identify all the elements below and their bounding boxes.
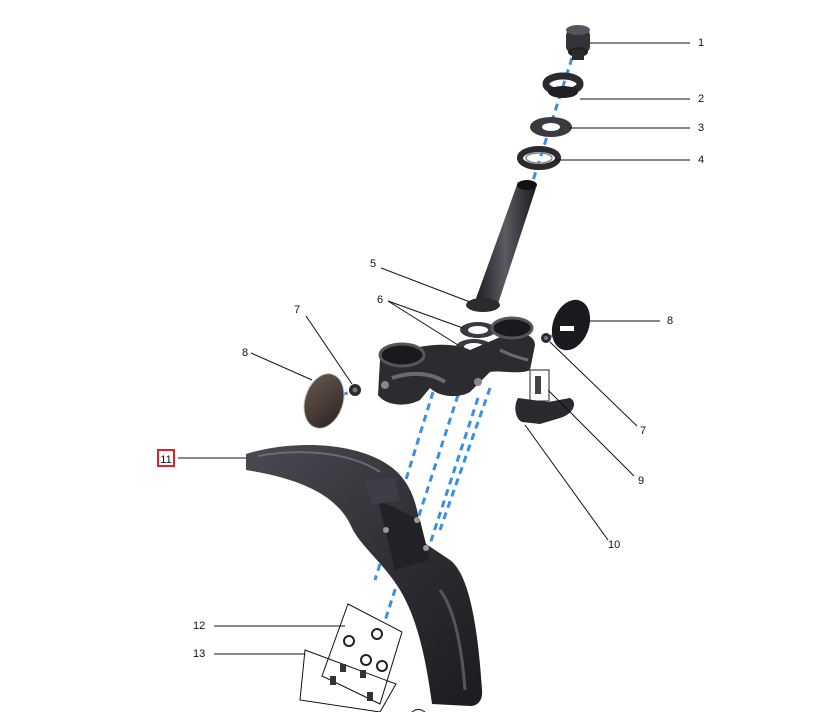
callout-2: 2 [698,93,705,105]
callout-8-left: 8 [242,347,249,359]
part-7-nut-right [541,333,551,343]
callout-1: 1 [698,37,705,49]
part-9-bracket [529,369,550,402]
callout-6: 6 [377,294,384,306]
part-5-crown-race [466,298,500,312]
callout-8-right: 8 [667,315,674,327]
part-2-ring [542,72,584,98]
part-8-reflector-left [303,373,345,429]
steerer-tube [474,180,537,310]
callout-4: 4 [698,154,705,166]
fork-crown-clamp [378,316,535,405]
part-8-reflector-right [551,299,591,351]
callout-11-highlighted: 11 [157,449,175,467]
callout-13: 13 [193,648,206,660]
callout-9: 9 [638,475,645,487]
part-12-13-hardware-kit [299,603,403,712]
callout-12: 12 [193,620,206,632]
leader-lines [178,42,690,655]
callout-3: 3 [698,122,705,134]
part-10-mount [515,398,575,424]
part-4-bearing [517,146,561,170]
callout-5: 5 [370,258,377,270]
part-7-nut-left [349,384,361,396]
callout-7-left: 7 [294,304,301,316]
part-3-washer [530,117,572,137]
cropped-edge-mark [411,709,426,712]
callout-10: 10 [608,539,621,551]
part-1-top-cap [566,25,590,60]
part-11-front-fender [246,444,483,706]
callout-7-right: 7 [640,425,647,437]
